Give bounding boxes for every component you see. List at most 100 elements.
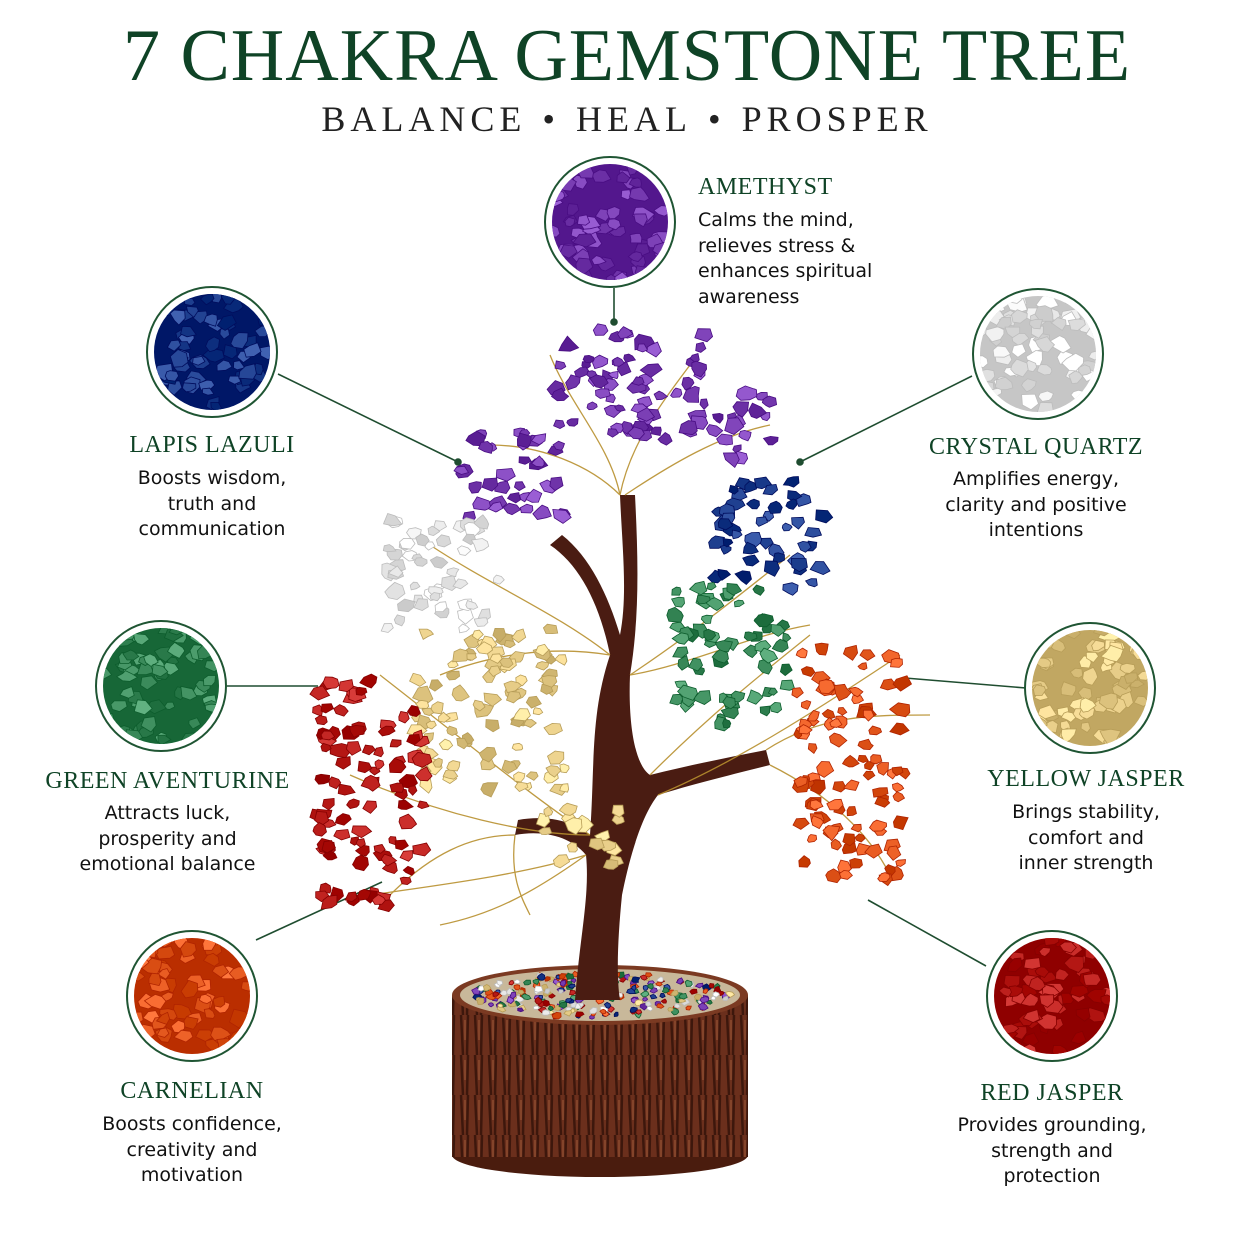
base-pebble — [631, 976, 641, 983]
yellow-jasper-line: comfort and — [1028, 826, 1144, 849]
red-tree-chip — [334, 813, 352, 826]
yellow-tree-chip — [419, 777, 433, 794]
quartz-tree-chip — [380, 623, 394, 633]
carnelian-line: Boosts confidence, — [102, 1113, 282, 1135]
lapis-chip — [219, 328, 231, 340]
subtitle-separator: • — [542, 99, 560, 139]
lapis-lazuli-line: Boosts wisdom, — [137, 467, 287, 489]
yellow-chip — [1133, 695, 1148, 707]
amethyst-tree-chip — [495, 468, 516, 482]
lapis-tree-chip — [782, 476, 800, 488]
base-pebble — [534, 996, 543, 1005]
base-pebble — [532, 978, 540, 986]
carnelian-tree-chip — [809, 799, 824, 811]
carnelian-tree-chip — [890, 657, 903, 668]
carnelian-tree-chip — [821, 708, 836, 720]
yellow-tree-chip — [488, 665, 502, 678]
lapis-tree-chip — [781, 522, 793, 532]
base-pebble — [558, 973, 566, 980]
red-tree-chip — [394, 839, 409, 851]
red-chip — [1059, 941, 1077, 954]
amethyst-tree-chip — [592, 354, 609, 370]
lapis-tree-chip — [719, 544, 732, 555]
aventurine-chip — [115, 670, 139, 682]
red-tree-chip — [361, 744, 376, 756]
base-pebble — [712, 991, 721, 998]
aventurine-tree-chip — [759, 705, 771, 717]
amethyst-tree-chip — [592, 323, 609, 336]
aventurine-tree-chip — [722, 696, 736, 710]
amethyst-chip — [608, 226, 627, 238]
carnelian-tree-chip — [877, 872, 891, 882]
yellow-jasper-chips-image — [1032, 630, 1148, 746]
aventurine-chip — [119, 686, 135, 699]
yellow-tree-chip — [511, 742, 524, 751]
carnelian-tree-chip — [895, 859, 906, 867]
carnelian-tree-chip — [857, 754, 869, 764]
lapis-chip — [203, 313, 218, 327]
lapis-lazuli-stone-icon — [146, 286, 278, 418]
lapis-lazuli-chips-image — [154, 294, 270, 410]
crystal-quartz-stone-icon — [972, 288, 1104, 420]
lapis-chip — [169, 309, 186, 326]
base-pebble — [649, 993, 658, 1000]
yellow-tree-chip — [540, 675, 558, 688]
carnelian-tree-chip — [863, 709, 875, 722]
yellow-jasper-stone-icon — [1024, 622, 1156, 754]
red-tree-chip — [359, 673, 378, 689]
quartz-chip — [1036, 364, 1053, 376]
carnelian-tree-chip — [792, 817, 810, 830]
aventurine-tree-chip — [671, 586, 682, 596]
carnelian-chip — [156, 1027, 170, 1038]
quartz-chip — [1037, 390, 1054, 402]
quartz-tree-chip — [465, 599, 479, 610]
carnelian-tree-chip — [811, 815, 824, 830]
yellow-tree-chip — [438, 711, 451, 723]
amethyst-tree-chip — [722, 452, 740, 469]
base-pebble — [678, 998, 687, 1003]
carnelian-chip — [180, 979, 199, 999]
carnelian-chip — [212, 995, 226, 1008]
base-pebble — [508, 980, 515, 986]
amethyst-tree-chip — [532, 504, 552, 520]
yellow-tree-chip — [514, 781, 529, 792]
red-tree-chip — [412, 842, 432, 857]
amethyst-tree-chip — [472, 496, 493, 511]
red-chip — [1039, 994, 1055, 1008]
red-tree-chip — [322, 798, 335, 811]
carnelian-tree-chip — [793, 776, 808, 788]
base-pebble — [547, 1005, 554, 1012]
aventurine-chip — [166, 641, 186, 659]
red-tree-chip — [408, 785, 418, 796]
yellow-tree-chip — [446, 760, 461, 772]
base-pebble — [655, 976, 664, 983]
carnelian-line: motivation — [140, 1164, 244, 1186]
lapis-tree-chip — [728, 484, 739, 495]
amethyst-tree-chip — [513, 481, 526, 492]
aventurine-chip — [133, 699, 153, 716]
amethyst-tree-chip — [748, 402, 768, 419]
quartz-tree-chip — [399, 537, 416, 550]
red-tree-chip — [399, 850, 414, 862]
carnelian-tree-chip — [828, 732, 848, 748]
amethyst-chip — [633, 213, 648, 228]
amethyst-tree-chip — [695, 341, 707, 353]
red-jasper-description: Provides grounding, strength and protect… — [922, 1113, 1182, 1190]
aventurine-chip — [110, 700, 128, 713]
base-pebble — [559, 979, 567, 988]
base-pebble — [659, 992, 666, 999]
amethyst-chip — [558, 244, 578, 259]
red-tree-chip — [371, 894, 386, 905]
carnelian-tree-chip — [833, 683, 852, 702]
base-pebble — [497, 1003, 504, 1008]
quartz-chip — [1037, 401, 1054, 412]
lapis-tree-chip — [791, 516, 805, 530]
quartz-chip — [1034, 305, 1054, 322]
base-pebble — [551, 1011, 562, 1020]
amethyst-tree-chip — [678, 420, 698, 436]
amethyst-tree-chip — [453, 465, 470, 475]
yellow-chip — [1080, 721, 1091, 734]
yellow-tree-chip — [552, 854, 571, 869]
carnelian-chip — [195, 1029, 217, 1042]
amethyst-chip — [629, 186, 650, 202]
